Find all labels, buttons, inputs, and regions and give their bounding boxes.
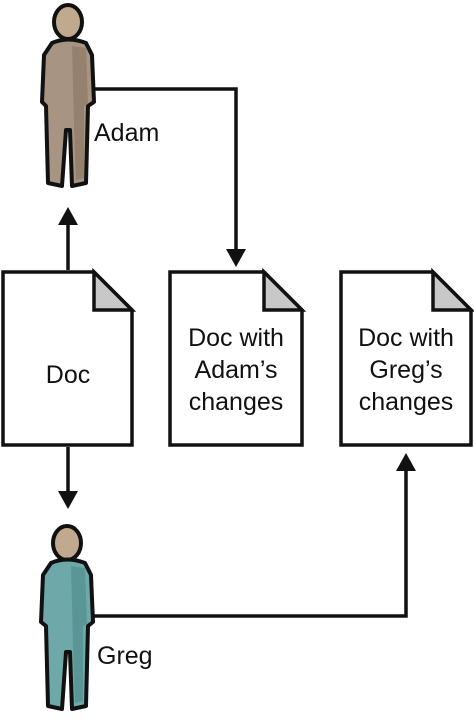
adam-doc-fold — [262, 267, 307, 312]
greg-doc-line1: Doc with — [358, 324, 454, 352]
adam-doc-page — [168, 270, 304, 447]
adam-head — [52, 3, 84, 41]
original-doc-fold — [92, 267, 137, 312]
adam-label: Adam — [94, 119, 159, 147]
greg-doc-line3: changes — [359, 388, 454, 416]
greg-doc-fold — [431, 267, 474, 312]
adam-person-icon — [40, 3, 96, 188]
arrow-greg-to-greg-doc — [92, 453, 416, 618]
greg-doc: Doc with Greg’s changes — [339, 267, 474, 447]
greg-label: Greg — [97, 642, 153, 670]
greg-head — [51, 524, 83, 562]
greg-doc-page — [339, 270, 473, 447]
adam-doc: Doc with Adam’s changes — [168, 267, 307, 447]
adam-doc-line1: Doc with — [188, 324, 284, 352]
greg-doc-line2: Greg’s — [369, 356, 442, 384]
adam-doc-line2: Adam’s — [195, 356, 278, 384]
greg-person-icon — [39, 524, 95, 711]
adam-doc-line3: changes — [189, 388, 284, 416]
original-doc: Doc — [1, 267, 137, 447]
arrow-adam-to-adam-doc — [92, 87, 246, 267]
original-doc-text: Doc — [46, 361, 90, 389]
arrow-doc-to-adam — [58, 207, 78, 270]
original-doc-page — [1, 270, 134, 447]
arrow-doc-to-greg — [58, 447, 78, 509]
